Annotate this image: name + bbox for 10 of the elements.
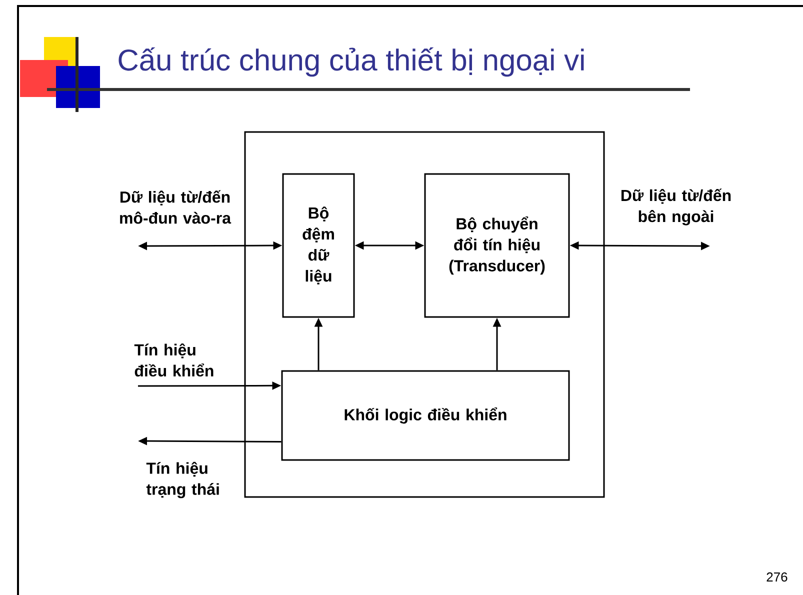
edge-label: Dữ liệu từ/đến mô-đun vào-ra xyxy=(120,190,232,224)
edge-label: Tín hiệu trạng thái xyxy=(146,462,219,498)
block-box: Bộ đệm dữ liệu xyxy=(282,173,355,318)
edge-label: Tín hiệu điều khiển xyxy=(134,343,214,377)
edge-label: Dữ liệu từ/đến bên ngoài xyxy=(621,188,731,226)
page-number: 276 xyxy=(766,572,788,582)
block-box: Khối logic điều khiển xyxy=(281,370,570,461)
block-box: Bộ chuyển đổi tín hiệu (Transducer) xyxy=(424,173,570,318)
slide-title: Cấu trúc chung của thiết bị ngoại vi xyxy=(118,47,584,77)
outer-box xyxy=(244,131,605,498)
